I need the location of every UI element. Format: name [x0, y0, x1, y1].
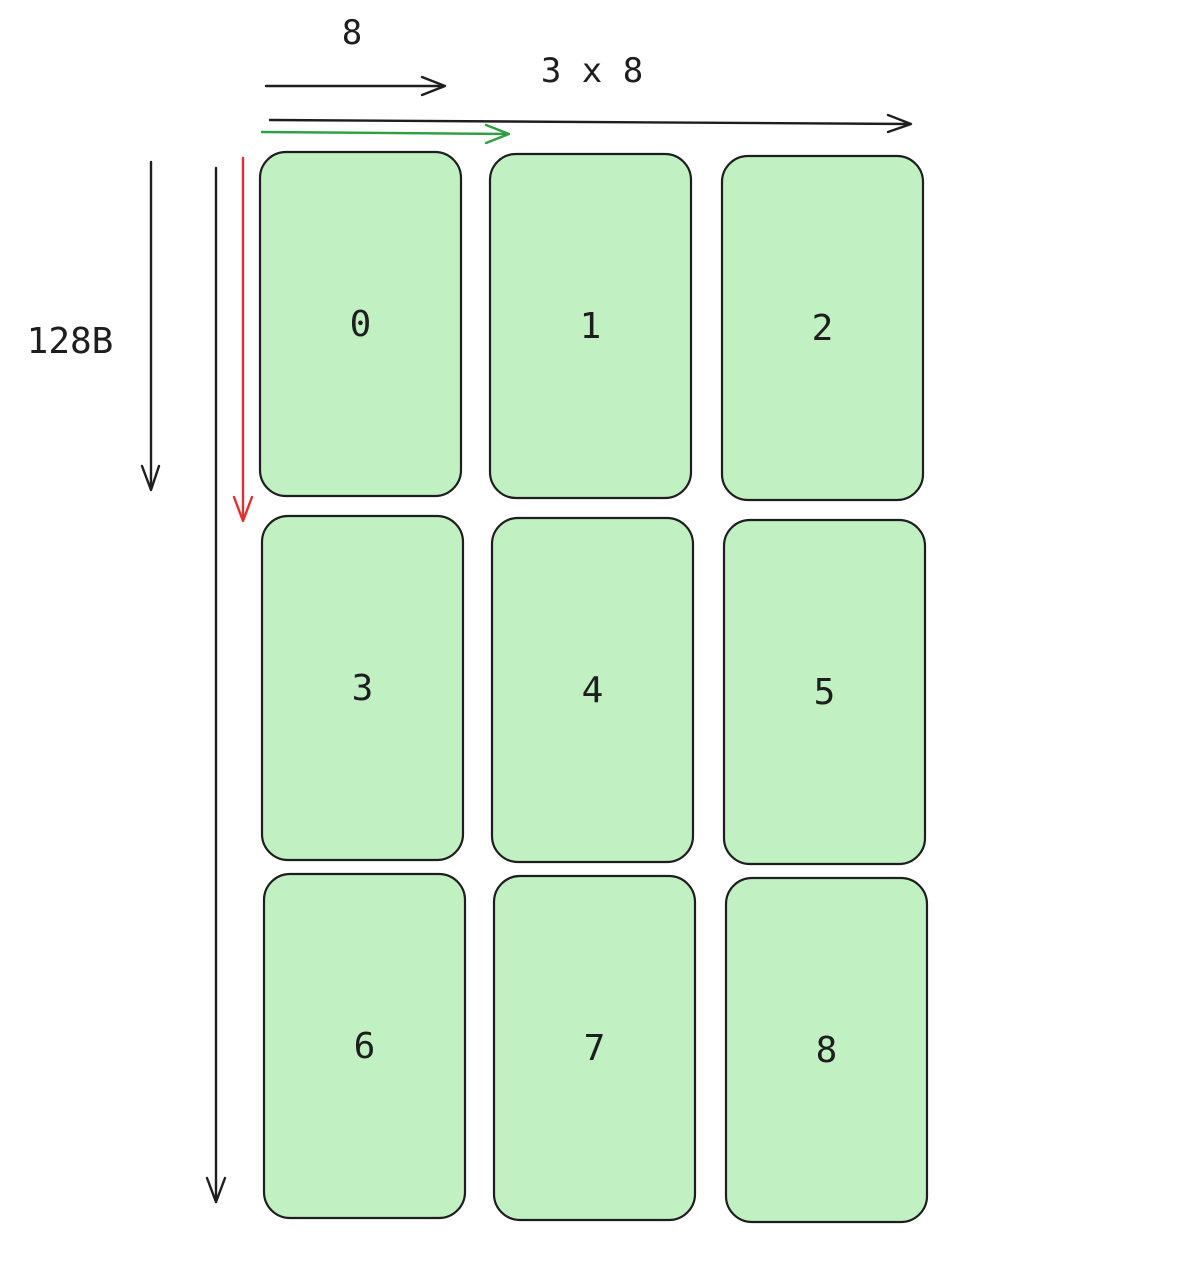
- tile-1: 1: [488, 152, 693, 500]
- green-row-arrow: [260, 123, 511, 145]
- total-width-arrow: [268, 113, 913, 134]
- tile-box: [492, 874, 697, 1222]
- tile-label: 4: [582, 670, 604, 711]
- red-column-arrow: [232, 156, 254, 523]
- tile-label: 3: [352, 668, 374, 709]
- tile-label: 6: [354, 1026, 376, 1067]
- tile-label: 0: [350, 304, 372, 345]
- tile-3: 3: [260, 514, 465, 862]
- tile-label: 1: [580, 306, 602, 347]
- tile-4: 4: [490, 516, 695, 864]
- tile-7: 7: [492, 874, 697, 1222]
- tile-2: 2: [720, 154, 925, 502]
- tile-box: [488, 152, 693, 500]
- tile-box: [258, 150, 463, 498]
- total-width-label: 3 x 8: [541, 51, 643, 91]
- tile-label: 8: [816, 1030, 838, 1071]
- tile-box: [722, 518, 927, 866]
- tile-label: 7: [584, 1028, 606, 1069]
- tile-6: 6: [262, 872, 467, 1220]
- tile-0: 0: [258, 150, 463, 498]
- height-label: 128B: [27, 321, 114, 362]
- tile-label: 2: [812, 308, 834, 349]
- tile-8: 8: [724, 876, 929, 1224]
- tile-box: [262, 872, 467, 1220]
- tile-grid: 0 1 2 3 4 5 6 7 8: [258, 150, 929, 1224]
- height-arrow: [140, 160, 161, 492]
- tile-box: [724, 876, 929, 1224]
- tile-5: 5: [722, 518, 927, 866]
- tile-box: [260, 514, 465, 862]
- tile-label: 5: [814, 672, 836, 713]
- total-height-arrow: [205, 166, 227, 1204]
- tile-box: [720, 154, 925, 502]
- short-width-label: 8: [342, 13, 362, 53]
- tile-box: [490, 516, 695, 864]
- short-width-arrow: [264, 75, 447, 97]
